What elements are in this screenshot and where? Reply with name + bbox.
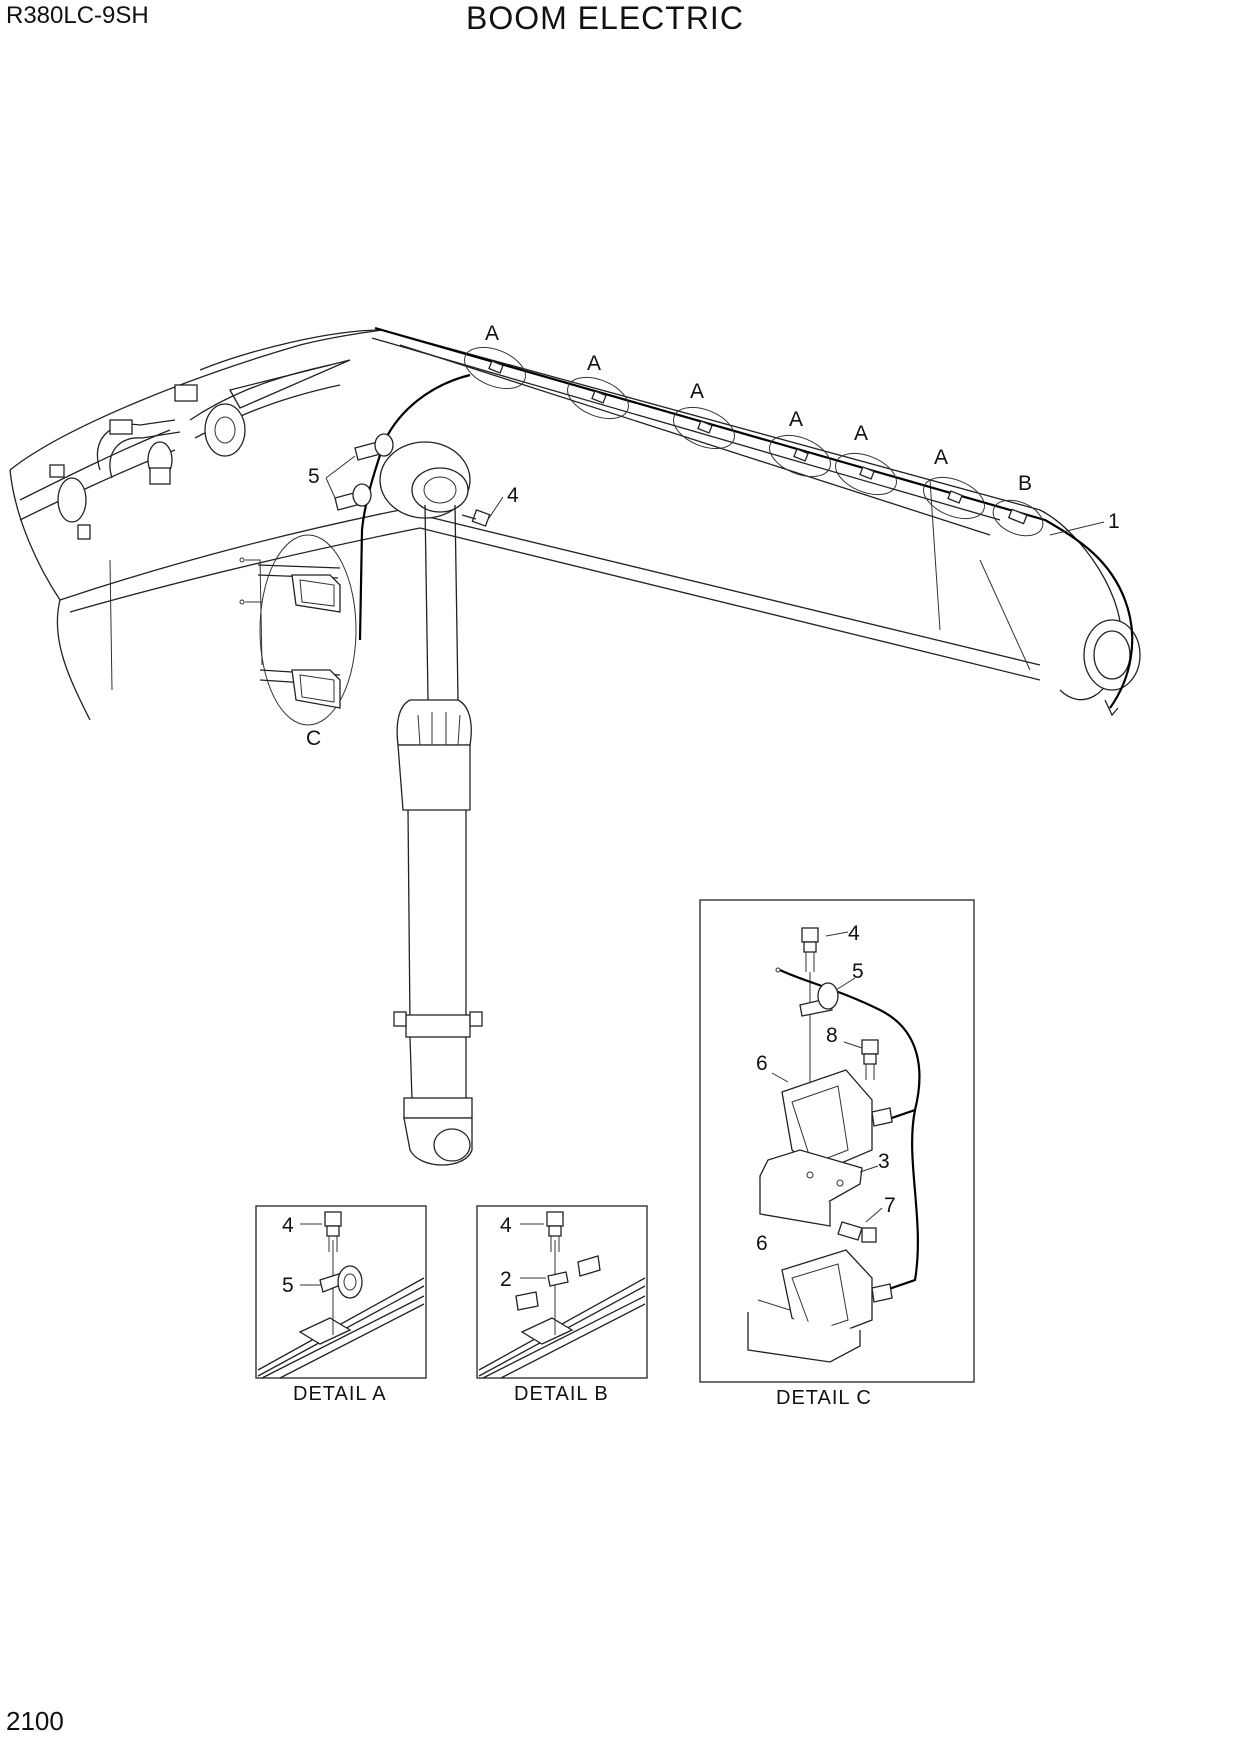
- boom-assembly-drawing: [9, 326, 1141, 1166]
- detail-b-callout-4: 4: [500, 1214, 512, 1237]
- detail-a-callout-4: 4: [282, 1214, 294, 1237]
- detail-c-callout-5: 5: [852, 960, 864, 983]
- detail-marker-a: A: [485, 322, 499, 345]
- detail-b-callout-2: 2: [500, 1268, 512, 1291]
- part-callout-4: 4: [507, 484, 519, 507]
- detail-c-caption: DETAIL C: [776, 1387, 872, 1409]
- detail-marker-a: A: [854, 422, 868, 445]
- detail-c-callout-7: 7: [884, 1194, 896, 1217]
- part-callout-1: 1: [1108, 510, 1120, 533]
- main-view-labels: A A A A A A B C 1 4 5: [306, 322, 1120, 750]
- page-number: 2100: [6, 1706, 64, 1736]
- page-title: BOOM ELECTRIC: [466, 0, 744, 36]
- detail-c-box: 4 5 8 6 3 7 6 DETAIL C: [699, 899, 975, 1409]
- detail-c-callout-6: 6: [756, 1052, 768, 1075]
- detail-marker-a: A: [934, 446, 948, 469]
- detail-marker-a: A: [587, 352, 601, 375]
- model-number: R380LC-9SH: [6, 2, 149, 29]
- detail-marker-c: C: [306, 727, 321, 750]
- detail-c-callout-8: 8: [826, 1024, 838, 1047]
- detail-a-box: 4 5 DETAIL A: [255, 1205, 427, 1405]
- detail-c-callout-6: 6: [756, 1232, 768, 1255]
- detail-marker-a: A: [789, 408, 803, 431]
- detail-c-callout-4: 4: [848, 922, 860, 945]
- part-callout-5: 5: [308, 465, 320, 488]
- detail-marker-b: B: [1018, 472, 1032, 495]
- detail-c-callout-3: 3: [878, 1150, 890, 1173]
- detail-a-caption: DETAIL A: [293, 1383, 387, 1405]
- detail-a-callout-5: 5: [282, 1274, 294, 1297]
- detail-b-box: 4 2 DETAIL B: [476, 1205, 648, 1405]
- detail-marker-a: A: [690, 380, 704, 403]
- detail-b-caption: DETAIL B: [514, 1383, 609, 1405]
